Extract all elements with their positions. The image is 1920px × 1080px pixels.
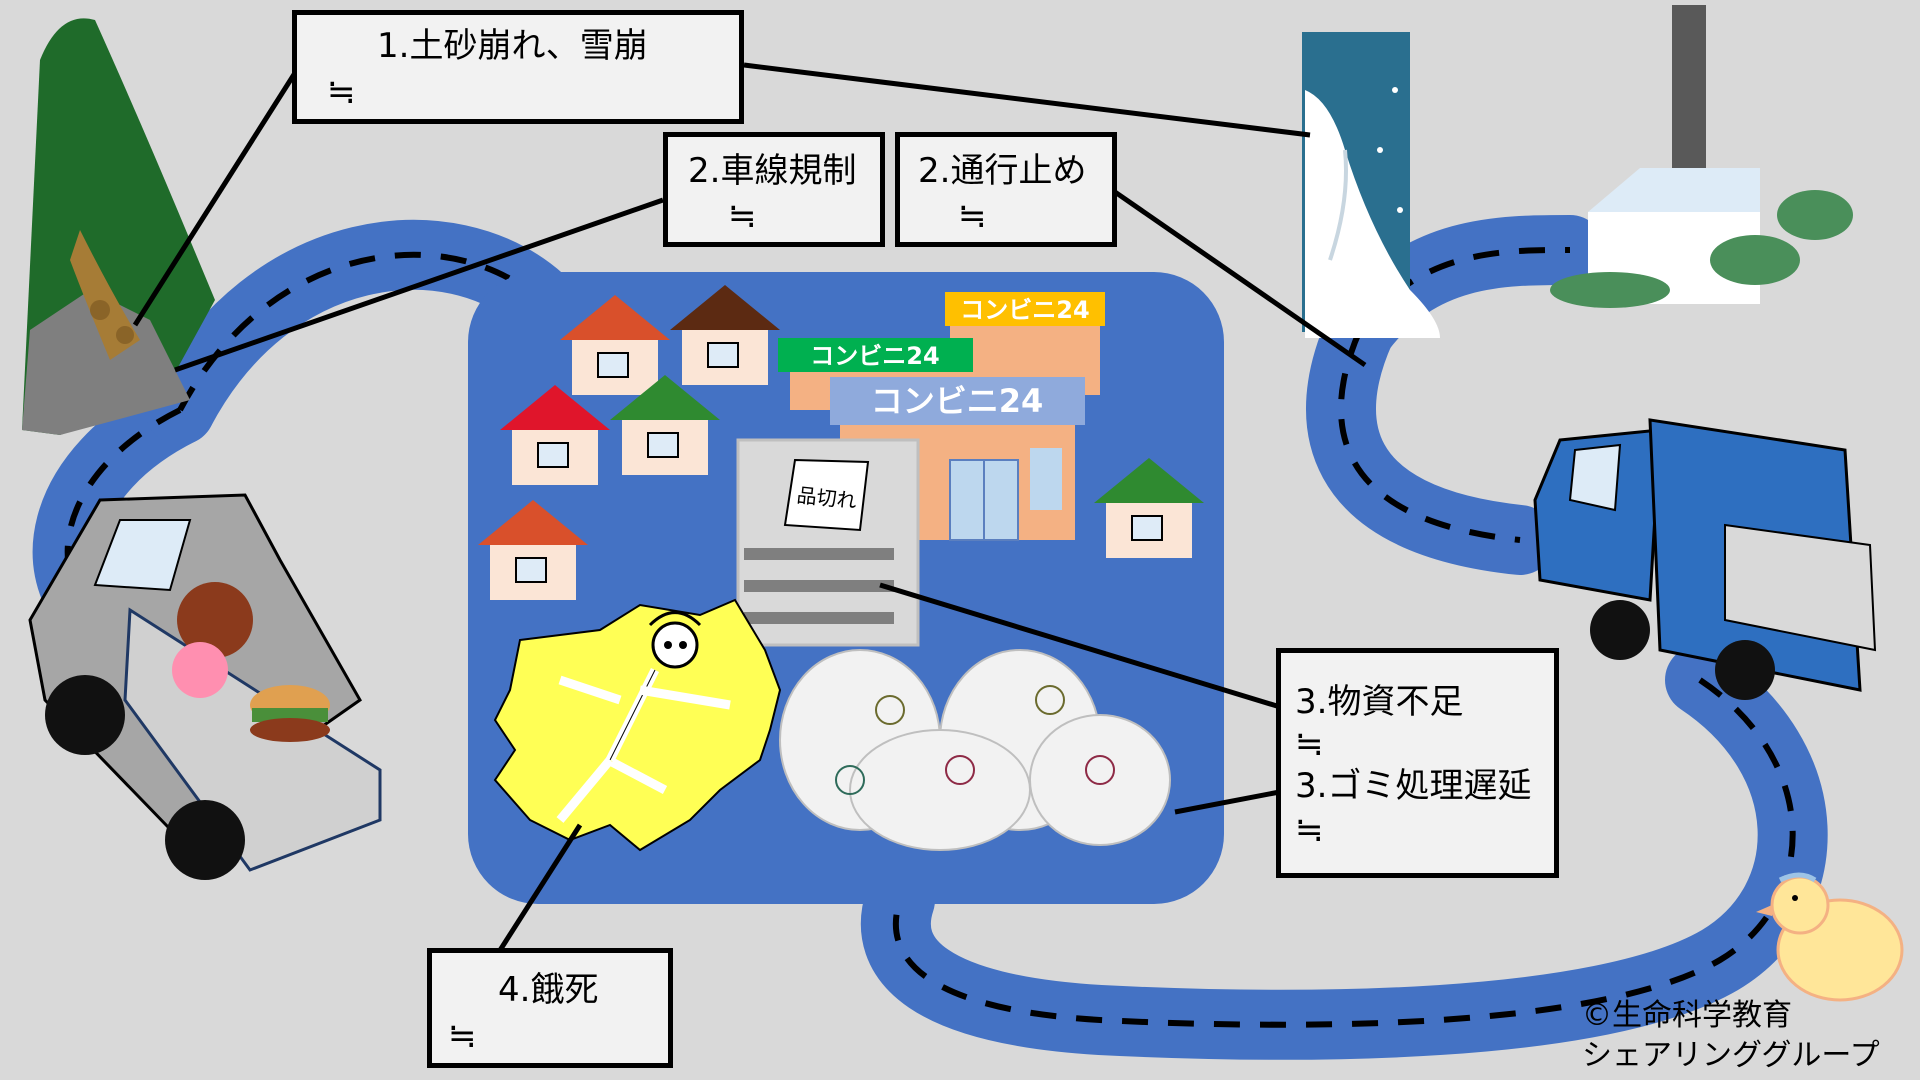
- store-sign-middle: コンビニ24: [810, 342, 939, 370]
- label-road-closure: 2.通行止め ≒: [895, 132, 1117, 247]
- approx-symbol: ≒: [327, 72, 356, 112]
- label-shortage-garbage: 3.物資不足 ≒ 3.ゴミ処理遅延 ≒: [1276, 648, 1559, 878]
- label-landslide: 1.土砂崩れ、雪崩 ≒: [292, 10, 744, 124]
- approx-symbol: ≒: [1295, 810, 1324, 850]
- label-title-shortage: 3.物資不足: [1295, 682, 1464, 722]
- approx-symbol: ≒: [1295, 724, 1324, 764]
- connector-lines: [132, 62, 1367, 957]
- store-sign-back: コンビニ24: [960, 296, 1089, 324]
- copyright-credit: ©生命科学教育 シェアリンググループ: [1582, 996, 1880, 1076]
- label-title: 4.餓死: [498, 970, 599, 1010]
- houses: [478, 285, 1204, 600]
- convenience-stores: コンビニ24 コンビニ24 コンビニ24: [778, 292, 1105, 541]
- food-truck-icon: [28, 493, 382, 880]
- chick-mascot-icon: [1756, 872, 1904, 1002]
- approx-symbol: ≒: [728, 196, 757, 236]
- garbage-truck-icon: [1533, 418, 1877, 700]
- approx-symbol: ≒: [448, 1016, 477, 1056]
- store-sign-front: コンビニ24: [871, 382, 1044, 420]
- label-title: 2.車線規制: [688, 151, 857, 191]
- credit-line-2: シェアリンググループ: [1582, 1038, 1880, 1073]
- label-starvation: 4.餓死 ≒: [427, 948, 673, 1068]
- incinerator-icon: [1550, 5, 1853, 308]
- starvation-skeleton-icon: [493, 598, 782, 852]
- landslide-mountain-icon: [22, 18, 215, 435]
- label-lane-restriction: 2.車線規制 ≒: [663, 132, 885, 247]
- avalanche-icon: [1302, 32, 1440, 338]
- label-title-garbage: 3.ゴミ処理遅延: [1295, 766, 1532, 806]
- credit-line-1: ©生命科学教育: [1582, 998, 1792, 1033]
- label-title: 2.通行止め: [918, 151, 1087, 191]
- label-title: 1.土砂崩れ、雪崩: [377, 26, 648, 66]
- empty-shelf-icon: 品切れ: [736, 438, 920, 647]
- garbage-bags-icon: [779, 649, 1171, 851]
- approx-symbol: ≒: [958, 196, 987, 236]
